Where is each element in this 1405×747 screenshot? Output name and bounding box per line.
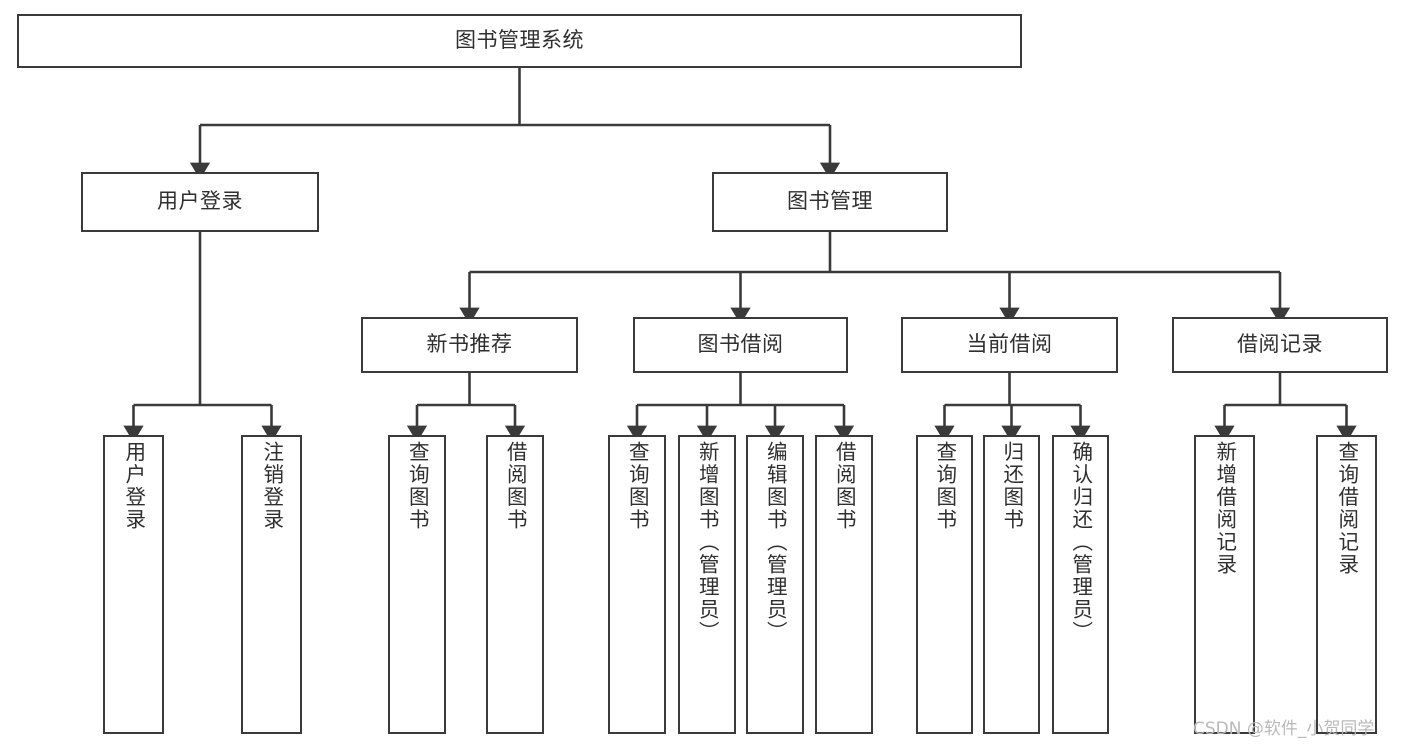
node-label: 确认归还（管理员） <box>1068 441 1093 644</box>
node-label: 借阅图书 <box>503 441 528 531</box>
leaf-edit-book[interactable]: 编辑图书（管理员） <box>746 435 804 734</box>
node-label: 图书借阅 <box>697 332 784 357</box>
node-label: 归还图书 <box>999 441 1024 531</box>
leaf-query-book-borrow[interactable]: 查询图书 <box>608 435 666 734</box>
leaf-user-logout[interactable]: 注销登录 <box>241 435 302 734</box>
leaf-borrow-book[interactable]: 借阅图书 <box>815 435 873 734</box>
leaf-query-book-recommend[interactable]: 查询图书 <box>388 435 446 734</box>
node-label: 查询图书 <box>625 441 650 531</box>
leaf-add-book[interactable]: 新增图书（管理员） <box>678 435 736 734</box>
leaf-borrow-book-recommend[interactable]: 借阅图书 <box>486 435 544 734</box>
leaf-query-book-current[interactable]: 查询图书 <box>916 435 973 734</box>
node-label: 查询借阅记录 <box>1334 441 1359 576</box>
leaf-return-book[interactable]: 归还图书 <box>983 435 1040 734</box>
node-new-book-recommend[interactable]: 新书推荐 <box>361 317 578 373</box>
node-label: 当前借阅 <box>966 332 1053 357</box>
watermark-credit: CSDN @软件_小贺同学 <box>1193 719 1375 739</box>
node-label: 新增图书（管理员） <box>695 441 720 644</box>
node-label: 编辑图书（管理员） <box>763 441 788 644</box>
node-label: 新增借阅记录 <box>1212 441 1237 576</box>
node-label: 用户登录 <box>121 441 146 531</box>
node-current-borrow[interactable]: 当前借阅 <box>901 317 1118 373</box>
node-user-login[interactable]: 用户登录 <box>81 172 319 232</box>
node-label: 图书管理系统 <box>455 28 584 53</box>
leaf-query-borrow-record[interactable]: 查询借阅记录 <box>1316 435 1377 734</box>
node-label: 新书推荐 <box>426 332 513 357</box>
node-label: 借阅记录 <box>1237 332 1323 357</box>
node-label: 注销登录 <box>259 441 284 531</box>
node-root-system[interactable]: 图书管理系统 <box>17 14 1022 68</box>
node-book-borrow[interactable]: 图书借阅 <box>633 317 848 373</box>
node-label: 查询图书 <box>405 441 430 531</box>
node-label: 用户登录 <box>157 189 243 214</box>
leaf-confirm-return[interactable]: 确认归还（管理员） <box>1052 435 1109 734</box>
node-book-management[interactable]: 图书管理 <box>712 172 948 232</box>
node-label: 借阅图书 <box>832 441 857 531</box>
node-label: 图书管理 <box>787 189 873 214</box>
node-label: 查询图书 <box>932 441 957 531</box>
node-borrow-record[interactable]: 借阅记录 <box>1172 317 1388 373</box>
leaf-user-login[interactable]: 用户登录 <box>103 435 164 734</box>
leaf-add-borrow-record[interactable]: 新增借阅记录 <box>1194 435 1255 734</box>
